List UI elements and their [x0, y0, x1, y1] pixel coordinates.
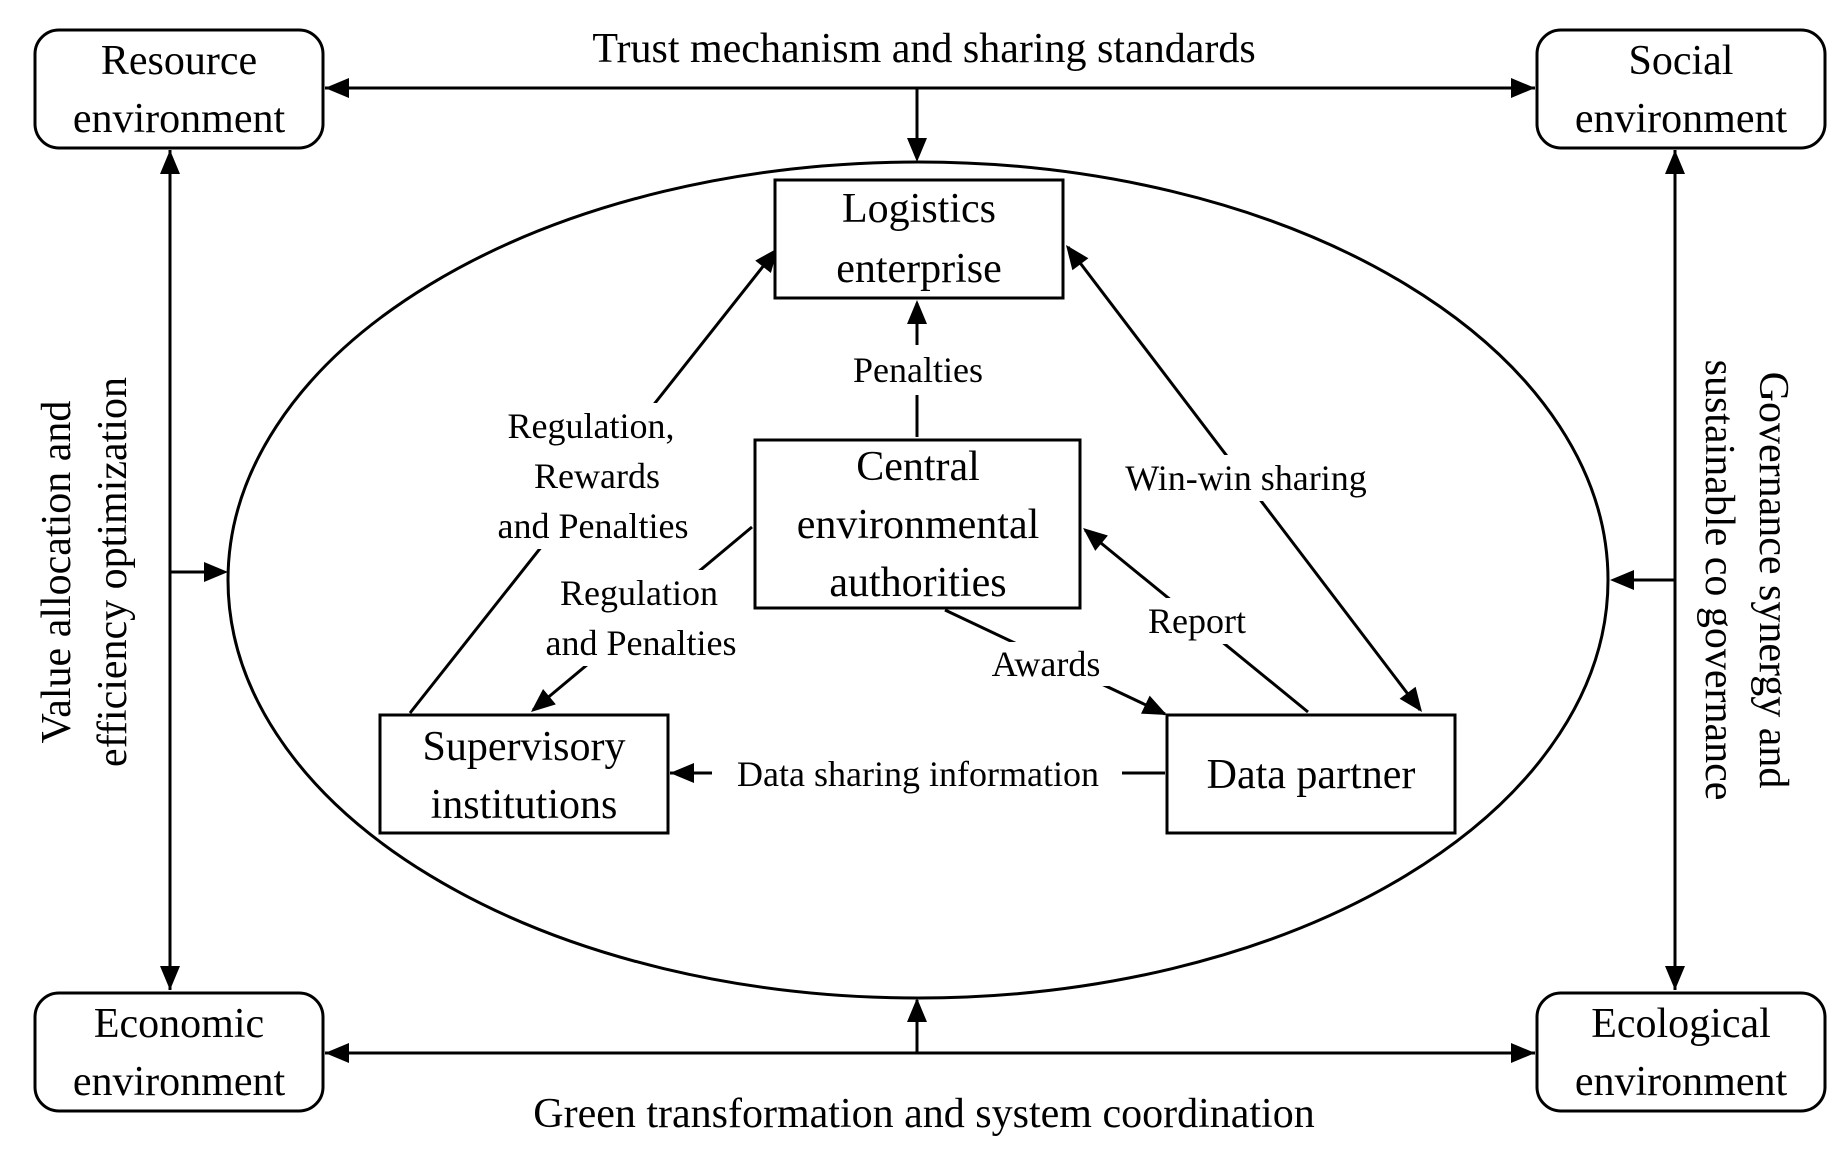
- top-edge-label: Trust mechanism and sharing standards: [592, 26, 1255, 72]
- supervisory-label-line2: institutions: [431, 782, 618, 828]
- regulation-penalties-label-bg: [530, 570, 750, 666]
- frame-arrowheads: [160, 78, 1685, 1063]
- arrowhead-to-logistics-from-supervisory: [755, 248, 778, 274]
- left-edge-label-line2: efficiency optimization: [90, 377, 136, 767]
- social-label-line1: Social: [1629, 38, 1734, 84]
- report-label: Report: [1148, 601, 1246, 641]
- arrowhead-bottom-stem: [907, 998, 927, 1022]
- left-edge-label: Value allocation and efficiency optimiza…: [34, 377, 136, 767]
- economic-label-line1: Economic: [94, 1001, 264, 1047]
- arrowhead-to-partner-from-logistics: [1399, 686, 1422, 712]
- arrowhead-to-supervisory-from-central: [531, 688, 556, 712]
- logistics-label-line2: enterprise: [836, 246, 1002, 292]
- arrowhead-bottom-right: [1511, 1043, 1535, 1063]
- right-edge-label-line2: sustainable co governance: [1696, 360, 1742, 801]
- economic-environment-box: [33, 991, 325, 1113]
- arrowhead-to-central-from-partner: [1083, 528, 1108, 551]
- social-label-line2: environment: [1575, 96, 1788, 142]
- arrowhead-top-stem: [907, 138, 927, 162]
- right-edge-label-line1: Governance synergy and: [1750, 372, 1796, 789]
- central-label-line1: Central: [856, 444, 980, 490]
- data-sharing-label: Data sharing information: [737, 754, 1099, 794]
- win-win-label-bg: [1105, 455, 1387, 501]
- economic-label-line2: environment: [73, 1059, 286, 1105]
- data-sharing-label-bg: [712, 752, 1122, 798]
- penalties-label-bg: [843, 345, 993, 395]
- resource-environment-box: [33, 28, 325, 150]
- regulation-rewards-label-bg: [482, 403, 714, 549]
- ecological-environment-box: [1535, 991, 1827, 1113]
- right-edge-label: Governance synergy and sustainable co go…: [1696, 360, 1796, 801]
- regulation-rewards-line3: and Penalties: [498, 506, 689, 546]
- logistics-enterprise-box: [773, 178, 1065, 300]
- arrowhead-bottom-left: [325, 1043, 349, 1063]
- social-environment-box: [1535, 28, 1827, 150]
- data-partner-box: [1165, 713, 1457, 835]
- penalties-label: Penalties: [853, 350, 983, 390]
- arrowhead-to-partner-from-central: [1141, 695, 1167, 715]
- left-edge-label-line1: Value allocation and: [34, 401, 80, 744]
- arrowhead-to-supervisory-from-partner: [670, 763, 694, 783]
- regulation-penalties-line1: Regulation: [560, 573, 718, 613]
- arrowhead-top-right: [1511, 78, 1535, 98]
- arrowhead-top-left: [325, 78, 349, 98]
- report-label-bg: [1138, 598, 1256, 644]
- partner-label: Data partner: [1207, 752, 1416, 798]
- arrowhead-right-stem: [1610, 570, 1634, 590]
- ecosystem-ellipse: [226, 160, 1610, 1000]
- arrowhead-left-bottom: [160, 966, 180, 990]
- arrowhead-left-top: [160, 150, 180, 174]
- arrowhead-right-top: [1665, 150, 1685, 174]
- bottom-edge-label: Green transformation and system coordina…: [533, 1091, 1314, 1137]
- win-win-label: Win-win sharing: [1125, 458, 1367, 498]
- arrowhead-to-logistics-from-central: [907, 300, 927, 324]
- regulation-rewards-line1: Regulation,: [508, 406, 675, 446]
- arrowhead-to-logistics-from-partner: [1066, 245, 1089, 271]
- central-label-line2: environmental: [797, 502, 1040, 548]
- regulation-penalties-line2: and Penalties: [546, 623, 737, 663]
- ecological-label-line2: environment: [1575, 1059, 1788, 1105]
- logistics-label-line1: Logistics: [842, 186, 996, 232]
- central-label-line3: authorities: [829, 560, 1006, 606]
- resource-label-line1: Resource: [101, 38, 257, 84]
- central-authorities-box: [753, 438, 1082, 610]
- supervisory-label-line1: Supervisory: [423, 724, 626, 770]
- inner-arrowheads: [531, 245, 1422, 783]
- arrowhead-left-stem: [204, 562, 228, 582]
- resource-label-line2: environment: [73, 96, 286, 142]
- awards-label: Awards: [992, 644, 1101, 684]
- awards-label-bg: [980, 642, 1115, 686]
- supervisory-institutions-box: [378, 713, 670, 835]
- arrowhead-right-bottom: [1665, 966, 1685, 990]
- regulation-rewards-line2: Rewards: [534, 456, 660, 496]
- ecological-label-line1: Ecological: [1591, 1001, 1771, 1047]
